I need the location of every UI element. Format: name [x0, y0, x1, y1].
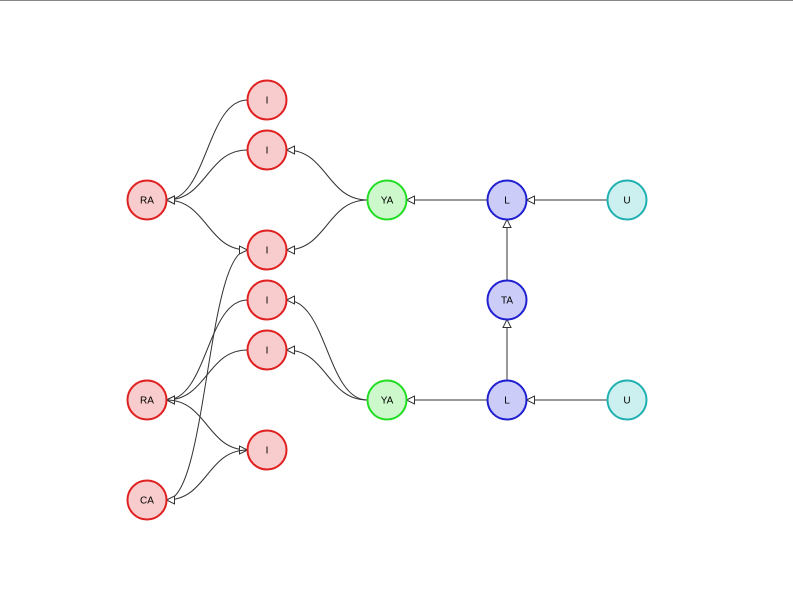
- node-circle-ra1: [126, 179, 168, 221]
- node-circle-ca: [126, 479, 168, 521]
- edges-layer: [165, 99, 608, 505]
- edge-ra2-to-i6: [166, 399, 248, 451]
- edge-i3-to-ra1: [166, 199, 248, 251]
- node-label-l2: L: [504, 396, 510, 407]
- node-u2: U: [606, 379, 648, 421]
- node-circle-i2: [246, 129, 288, 171]
- arrowhead-l1-to-ya1: [405, 195, 415, 205]
- edge-i1-to-ra1: [166, 99, 248, 201]
- node-circle-l2: [486, 379, 528, 421]
- arrowhead-ca-to-i3: [239, 245, 249, 255]
- node-circle-i4: [246, 279, 288, 321]
- node-i6: I: [246, 429, 288, 471]
- arrowhead-i3-to-ra1: [165, 195, 175, 205]
- edge-ca-to-i3: [166, 249, 248, 501]
- node-ra2: RA: [126, 379, 168, 421]
- arrowhead-i6-to-ca: [165, 495, 175, 505]
- node-ya2: YA: [366, 379, 408, 421]
- node-i1: I: [246, 79, 288, 121]
- edge-ya1-to-i3: [286, 199, 368, 251]
- arrowhead-ta-to-l1: [502, 218, 512, 228]
- node-circle-i5: [246, 329, 288, 371]
- node-circle-ya2: [366, 379, 408, 421]
- node-label-i2: I: [266, 146, 269, 157]
- edge-i4-to-ra2: [166, 299, 248, 401]
- node-circle-i6: [246, 429, 288, 471]
- arrowhead-l2-to-ta: [502, 318, 512, 328]
- edge-ya1-to-i2: [286, 149, 368, 201]
- node-ta: TA: [486, 279, 528, 321]
- edge-ya2-to-i5: [286, 349, 368, 401]
- node-circle-l1: [486, 179, 528, 221]
- node-circle-u1: [606, 179, 648, 221]
- node-label-ya1: YA: [381, 196, 394, 207]
- arrowhead-ya1-to-i2: [285, 145, 295, 155]
- arrowhead-l2-to-ya2: [405, 395, 415, 405]
- node-label-i6: I: [266, 446, 269, 457]
- edge-ya2-to-i4: [286, 299, 368, 401]
- node-label-l1: L: [504, 196, 510, 207]
- arrowhead-u2-to-l2: [525, 395, 535, 405]
- node-label-i1: I: [266, 96, 269, 107]
- node-ra1: RA: [126, 179, 168, 221]
- node-i4: I: [246, 279, 288, 321]
- arrowhead-ya1-to-i3: [285, 245, 295, 255]
- node-circle-i3: [246, 229, 288, 271]
- node-label-ra1: RA: [140, 196, 154, 207]
- node-i5: I: [246, 329, 288, 371]
- node-i2: I: [246, 129, 288, 171]
- node-label-i3: I: [266, 246, 269, 257]
- node-circle-u2: [606, 379, 648, 421]
- node-ca: CA: [126, 479, 168, 521]
- node-label-ya2: YA: [381, 396, 394, 407]
- node-u1: U: [606, 179, 648, 221]
- node-label-ra2: RA: [140, 396, 154, 407]
- node-i3: I: [246, 229, 288, 271]
- node-label-u2: U: [623, 396, 630, 407]
- node-l1: L: [486, 179, 528, 221]
- node-circle-ya1: [366, 179, 408, 221]
- arrowhead-u1-to-l1: [525, 195, 535, 205]
- edge-i2-to-ra1: [166, 149, 248, 201]
- top-border: [0, 0, 793, 1]
- node-circle-i1: [246, 79, 288, 121]
- node-label-i4: I: [266, 296, 269, 307]
- node-label-u1: U: [623, 196, 630, 207]
- arrowhead-ya2-to-i5: [285, 345, 295, 355]
- node-label-i5: I: [266, 346, 269, 357]
- nodes-layer: I I RA YA L U I I TA I RA YA L U I CA: [126, 79, 648, 521]
- arrowhead-ya2-to-i4: [285, 295, 295, 305]
- node-circle-ra2: [126, 379, 168, 421]
- node-l2: L: [486, 379, 528, 421]
- node-label-ta: TA: [501, 296, 513, 307]
- edge-i6-to-ca: [166, 449, 248, 501]
- node-label-ca: CA: [140, 496, 154, 507]
- node-circle-ta: [486, 279, 528, 321]
- node-ya1: YA: [366, 179, 408, 221]
